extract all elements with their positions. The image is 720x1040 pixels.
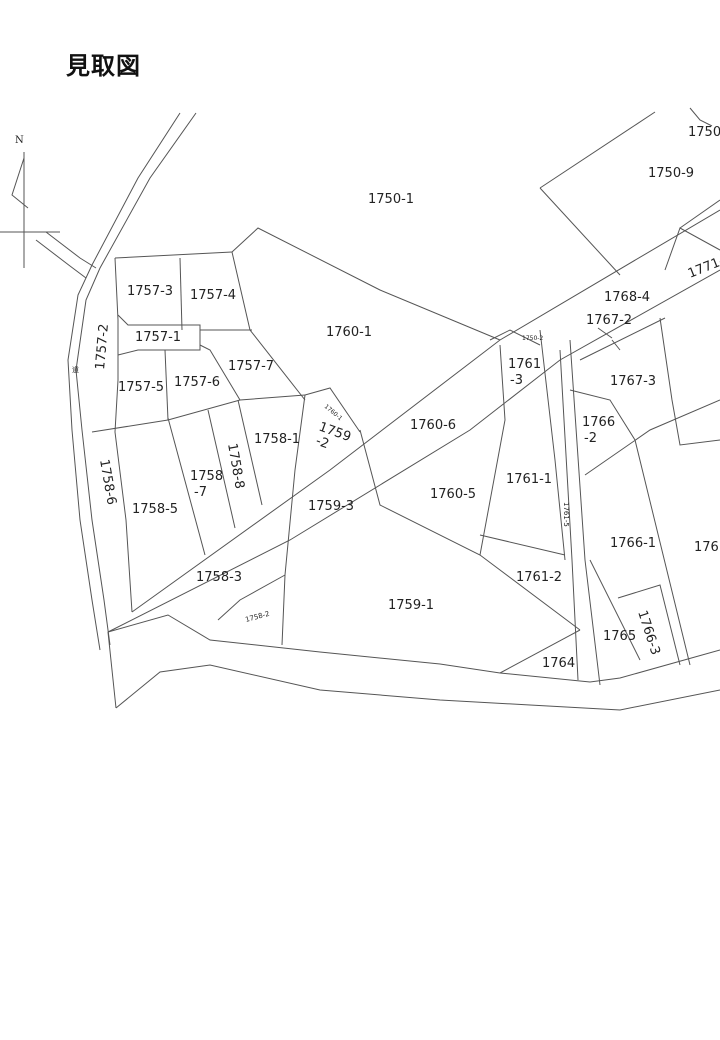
parcel-label: -3 — [510, 373, 523, 388]
parcel-label: 1750-1 — [368, 192, 414, 207]
page-title: 見取図 — [66, 52, 141, 80]
parcel-label: 1757-5 — [118, 380, 164, 395]
parcel-label: 1759-1 — [388, 598, 434, 613]
parcel-label: 1768-4 — [604, 290, 650, 305]
arrow-icon — [597, 327, 613, 339]
parcel-label: 1766-1 — [610, 536, 656, 551]
parcel-label: 1759-3 — [308, 499, 354, 514]
parcel-boundaries — [35, 107, 720, 711]
parcel-label: 1761-5 — [562, 502, 570, 527]
road-label: 道 — [72, 365, 79, 374]
parcel-label: 1760-6 — [410, 418, 456, 433]
parcel-label: 1760-1 — [323, 403, 344, 422]
parcel-label: 176 — [694, 540, 719, 555]
parcel-label: 1750 — [688, 125, 720, 140]
parcel-label: 1757-4 — [190, 288, 236, 303]
parcel-label: 1757-7 — [228, 359, 274, 374]
parcel-label: 1758-1 — [254, 432, 300, 447]
parcel-label: 1757-3 — [127, 284, 173, 299]
parcel-label: 1767-3 — [610, 374, 656, 389]
parcel-label: 1758-8 — [224, 442, 247, 490]
parcel-label: 1764 — [542, 656, 575, 671]
parcel-label: 1757-2 — [93, 323, 112, 370]
parcel-labels: 1750-1 1750-9 1750 1771- 1768-4 1767-2 1… — [72, 125, 720, 671]
parcel-label: 1771- — [686, 254, 720, 282]
parcel-label: 1761 — [508, 357, 541, 372]
parcel-label: 1761-2 — [516, 570, 562, 585]
parcel-label: 1757-1 — [135, 330, 181, 345]
parcel-label: 1758-3 — [196, 570, 242, 585]
parcel-label: -2 — [314, 434, 331, 453]
parcel-label: 1766-3 — [634, 609, 662, 657]
parcel-label: 1750-9 — [648, 166, 694, 181]
parcel-label: 1760-1 — [326, 325, 372, 340]
parcel-label: -2 — [584, 431, 597, 446]
parcel-label: 1757-6 — [174, 375, 220, 390]
parcel-label: -7 — [194, 485, 207, 500]
parcel-label: 1765 — [603, 629, 636, 644]
parcel-label: 1767-2 — [586, 313, 632, 328]
parcel-label: 1758-5 — [132, 502, 178, 517]
parcel-label: 1766 — [582, 415, 615, 430]
north-arrow-icon: N — [0, 135, 60, 268]
parcel-label: 1758-6 — [96, 458, 119, 506]
parcel-label: 1758 — [190, 469, 223, 484]
parcel-label: 1750-2 — [522, 335, 543, 342]
parcel-label: 1760-5 — [430, 487, 476, 502]
north-label: N — [15, 135, 24, 146]
parcel-label: 1758-2 — [244, 610, 270, 624]
parcel-label: 1761-1 — [506, 472, 552, 487]
